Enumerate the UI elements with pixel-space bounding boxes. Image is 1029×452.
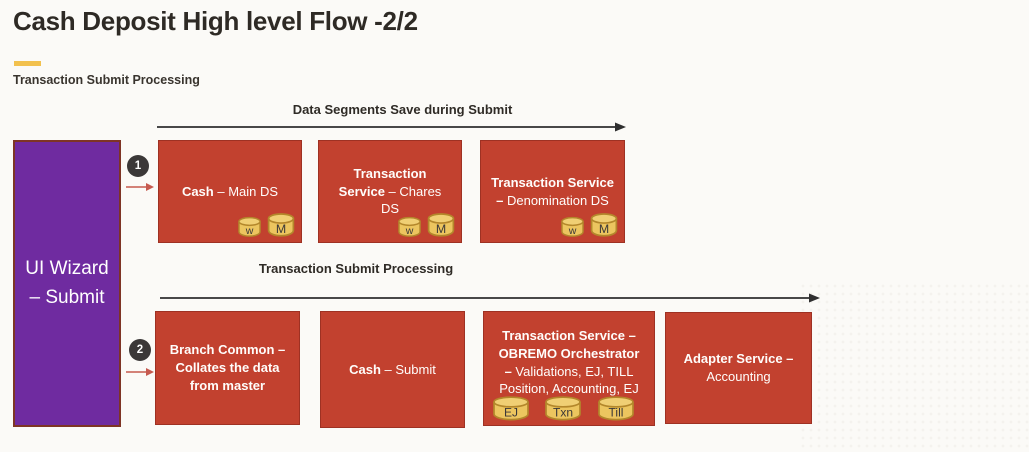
box-title: Transaction Service – OBREMO Orchestrato… [498,327,640,379]
process-box-text: Cash – Main DS [182,183,278,201]
page-title: Cash Deposit High level Flow -2/2 [13,6,418,36]
process-box-text: Transaction Service – Denomination DS [491,174,614,210]
database-icon-txn: Txn [545,396,581,421]
box-title: Branch Common – Collates the data from m… [169,342,286,393]
accent-bar [14,61,41,66]
step-1-badge: 1 [127,155,149,177]
database-icon-m: M [590,213,618,237]
svg-text:M: M [599,222,609,236]
step-1-arrow-icon [126,183,154,191]
svg-text:w: w [405,225,414,237]
box-title: Transaction Service – [491,174,614,208]
box-subtext: – Main DS [213,183,279,199]
database-icon-w: w [398,216,421,237]
box-title: Transaction Service [338,165,427,199]
box-title: Cash [349,361,381,377]
flow1-arrow-icon [157,122,626,132]
database-icon-w: w [238,216,261,237]
database-icon-w: w [561,216,584,237]
database-icons: w M [237,212,295,238]
process-box-transaction-service-chares: Transaction Service – Chares DS w M [318,140,462,243]
box-title: Adapter Service – [683,351,794,367]
database-icon-m: M [427,213,455,237]
database-icons: w M [560,212,618,238]
flow1-label: Data Segments Save during Submit [292,102,513,117]
database-icon-m: M [267,213,295,237]
process-box-text: Adapter Service – Accounting [676,350,801,386]
svg-text:Till: Till [609,406,624,420]
box-subtext: Validations, EJ, TILL Position, Accounti… [499,363,639,397]
database-icon-ej: EJ [493,396,529,421]
step-2-badge: 2 [129,339,151,361]
svg-text:w: w [568,225,577,237]
background-texture [799,282,1029,452]
page-subtitle: Transaction Submit Processing [13,73,200,87]
flow2-arrow-icon [160,293,820,303]
box-subtext: – Submit [380,361,436,377]
database-icons: w M [397,212,455,238]
box-subtext: Denomination DS [503,192,609,208]
step-2-arrow-icon [126,368,154,376]
process-box-branch-common: Branch Common – Collates the data from m… [155,311,300,425]
svg-text:M: M [276,222,286,236]
box-title: Cash [181,183,214,199]
ui-wizard-label: UI Wizard – Submit [25,258,109,308]
process-box-cash-submit: Cash – Submit [320,311,465,428]
database-icons: EJ Txn Till [492,395,636,422]
process-box-text: Transaction Service – OBREMO Orchestrato… [494,327,644,399]
svg-text:EJ: EJ [504,406,518,420]
process-box-text: Cash – Submit [349,361,436,379]
svg-text:M: M [436,222,446,236]
svg-text:w: w [245,225,254,237]
database-icon-till: Till [598,396,634,421]
process-box-transaction-service-denomination: Transaction Service – Denomination DS w … [480,140,625,243]
svg-text:Txn: Txn [553,406,573,420]
ui-wizard-box: UI Wizard – Submit [13,140,121,427]
box-subtext: Accounting [706,369,771,384]
process-box-obremo-orchestrator: Transaction Service – OBREMO Orchestrato… [483,311,655,426]
flow2-label: Transaction Submit Processing [258,261,454,276]
process-box-text: Branch Common – Collates the data from m… [166,341,289,395]
process-box-text: Transaction Service – Chares DS [329,165,451,219]
process-box-adapter-service: Adapter Service – Accounting [665,312,812,424]
box-subtext: – Chares DS [380,183,442,217]
process-box-cash-main-ds: Cash – Main DS w M [158,140,302,243]
